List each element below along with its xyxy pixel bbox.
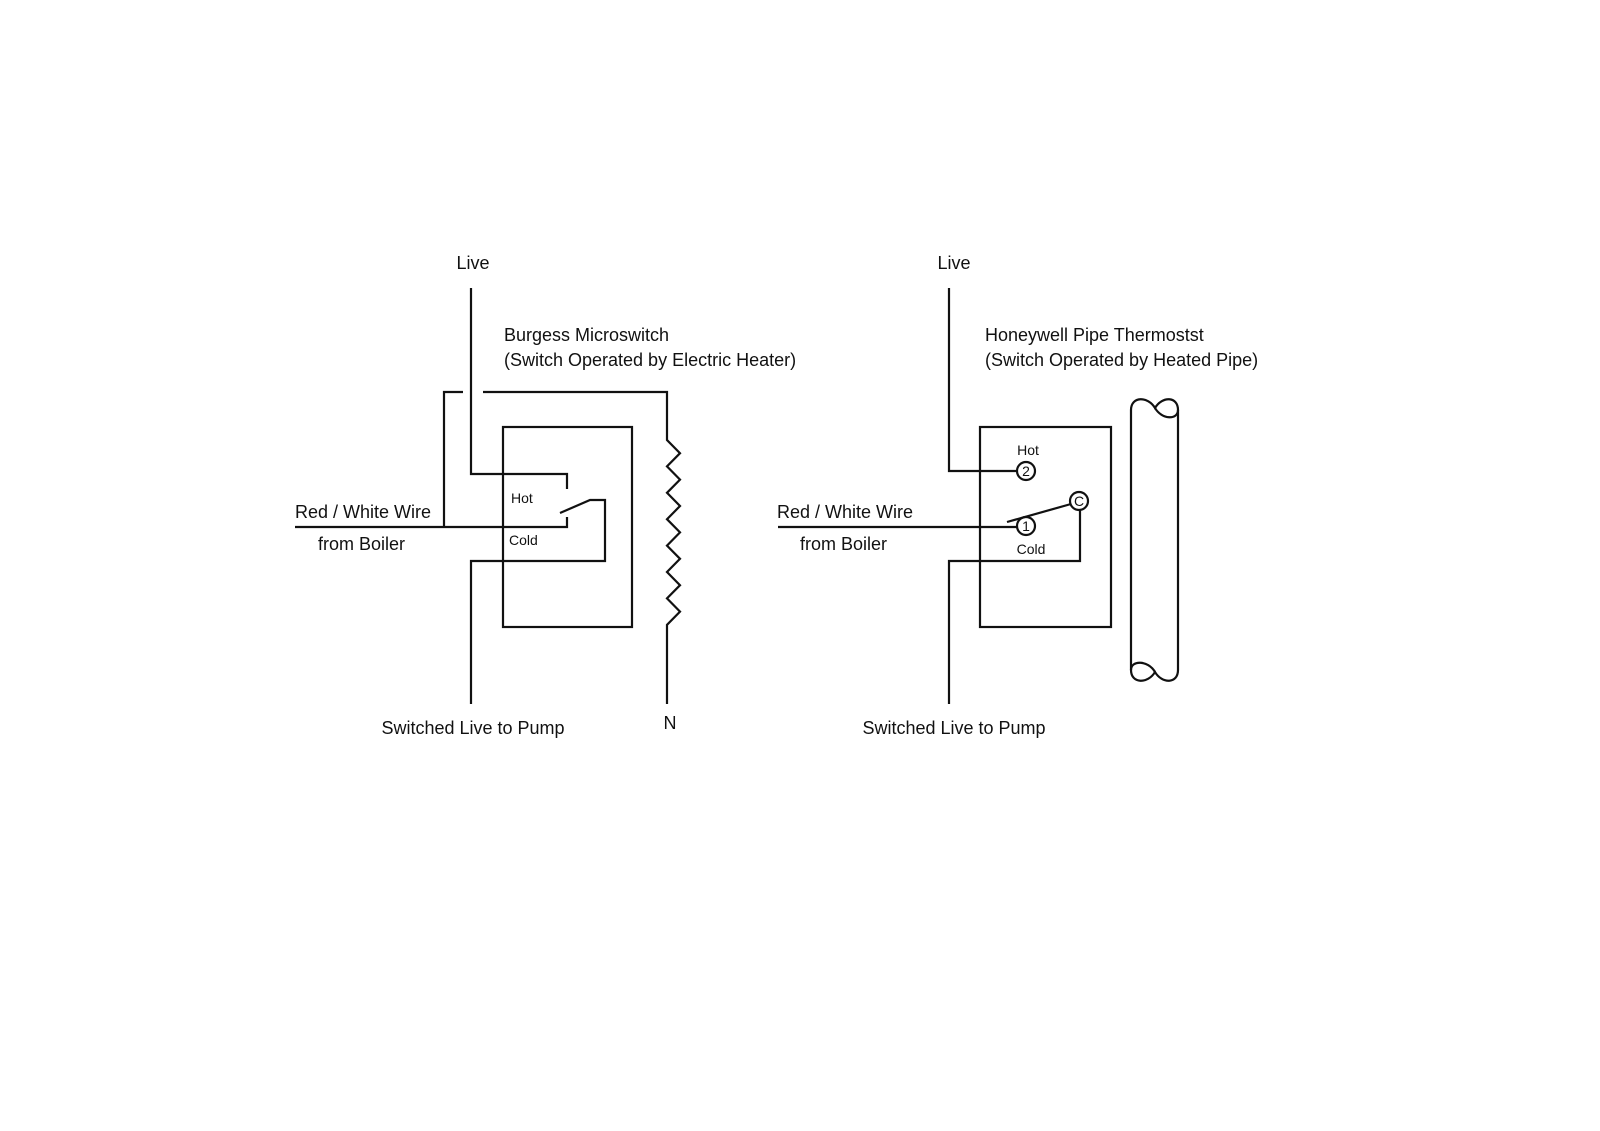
input-wire-label: Red / White Wire bbox=[295, 502, 431, 522]
cold-label: Cold bbox=[1017, 541, 1046, 557]
svg-text:2: 2 bbox=[1022, 463, 1030, 479]
hot-label: Hot bbox=[1017, 442, 1039, 458]
live-label: Live bbox=[937, 253, 970, 273]
input-wire-label-2: from Boiler bbox=[318, 534, 405, 554]
hot-label: Hot bbox=[511, 490, 533, 506]
thermostat-title: Honeywell Pipe Thermostst bbox=[985, 325, 1204, 345]
output-label: Switched Live to Pump bbox=[381, 718, 564, 738]
heater-element-icon bbox=[483, 390, 682, 704]
live-wire bbox=[469, 288, 569, 489]
switch-title: Burgess Microswitch bbox=[504, 325, 669, 345]
terminal-1: 1 bbox=[1015, 515, 1037, 537]
terminal-2: 2 bbox=[1015, 460, 1037, 482]
cold-label: Cold bbox=[509, 532, 538, 548]
honeywell-thermostat-diagram: Live Honeywell Pipe Thermostst (Switch O… bbox=[777, 253, 1258, 738]
terminal-c: C bbox=[1068, 490, 1090, 512]
live-label: Live bbox=[456, 253, 489, 273]
neutral-label: N bbox=[664, 713, 677, 733]
thermostat-subtitle: (Switch Operated by Heated Pipe) bbox=[985, 350, 1258, 370]
switch-subtitle: (Switch Operated by Electric Heater) bbox=[504, 350, 796, 370]
input-wire-label: Red / White Wire bbox=[777, 502, 913, 522]
heated-pipe-icon bbox=[1129, 398, 1180, 682]
burgess-microswitch-diagram: Live Burgess Microswitch (Switch Operate… bbox=[295, 253, 796, 738]
svg-text:1: 1 bbox=[1022, 518, 1030, 534]
switch-arm-output-wire bbox=[469, 498, 607, 704]
input-wire-label-2: from Boiler bbox=[800, 534, 887, 554]
output-wire bbox=[947, 509, 1082, 704]
input-wire bbox=[295, 517, 569, 529]
switch-arm bbox=[1006, 502, 1072, 524]
live-wire bbox=[947, 288, 1017, 473]
output-label: Switched Live to Pump bbox=[862, 718, 1045, 738]
heater-feed-wire bbox=[442, 390, 463, 527]
svg-text:C: C bbox=[1074, 493, 1084, 509]
